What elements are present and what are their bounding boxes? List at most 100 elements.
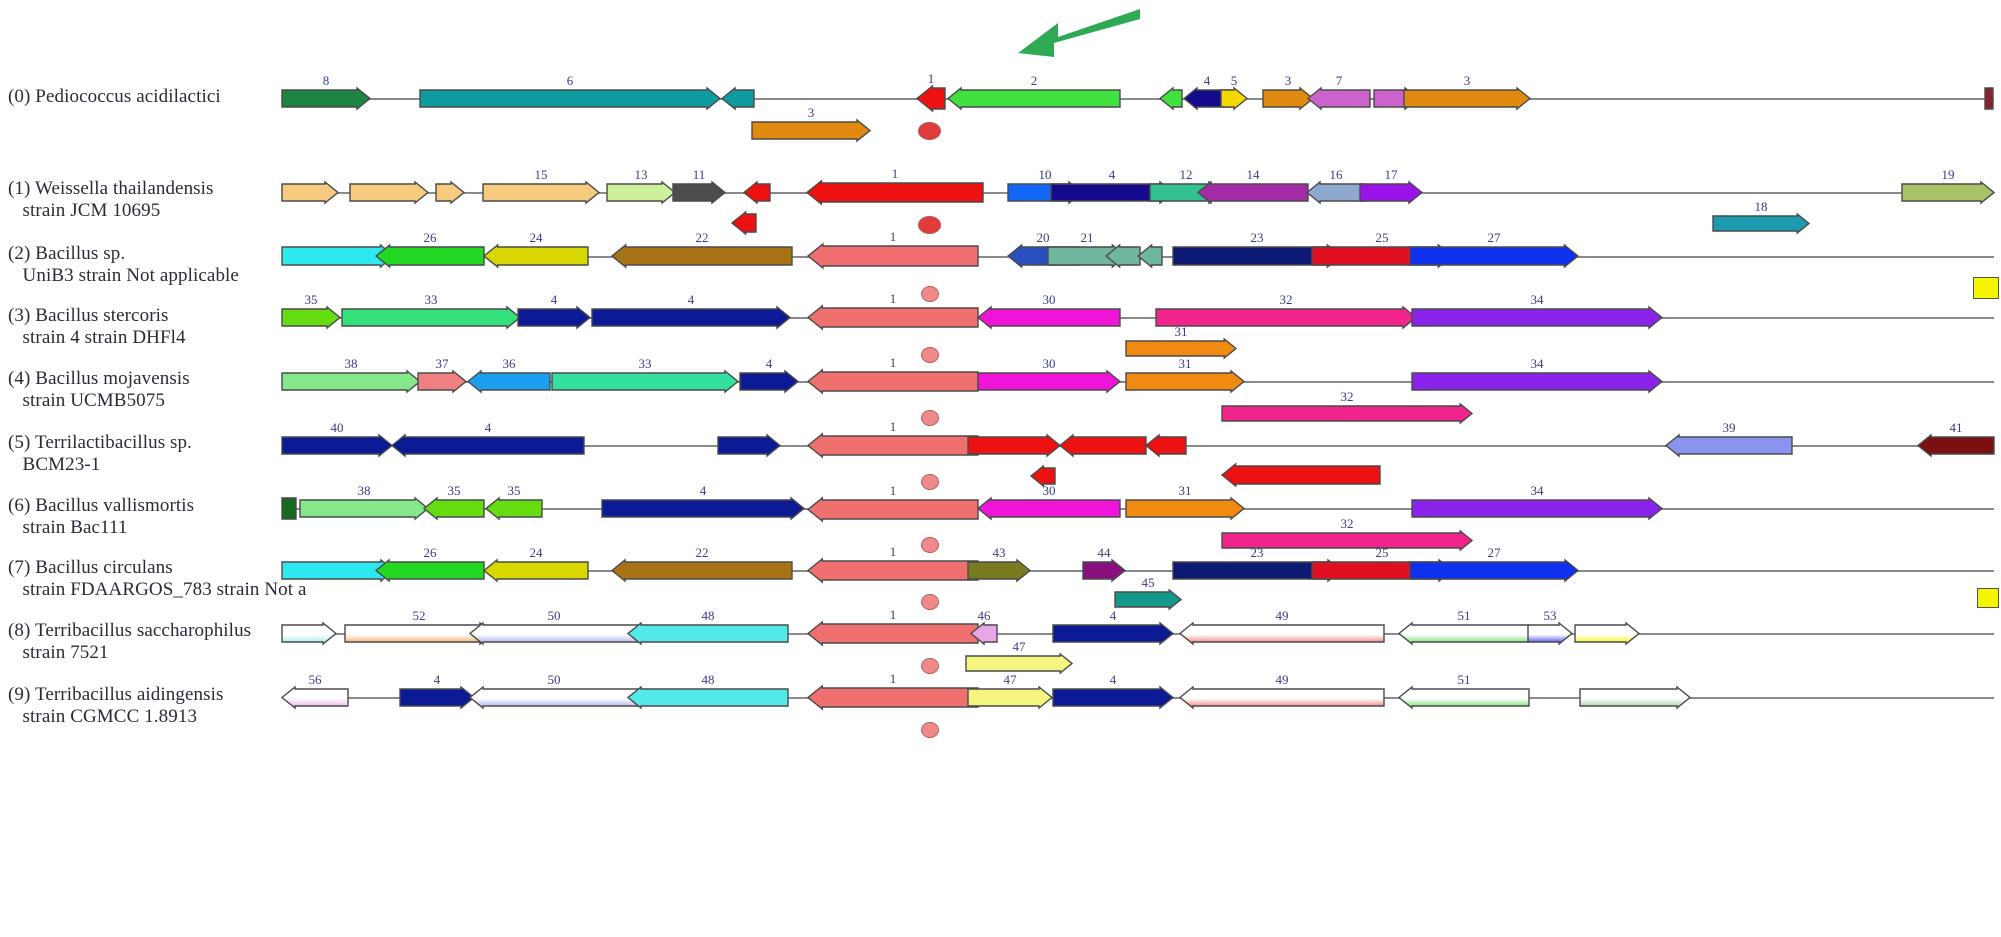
gene-arrow-46[interactable] (969, 621, 998, 646)
gene-arrow-19[interactable] (1901, 180, 1996, 205)
gene-arrow-unlabeled[interactable] (1144, 433, 1187, 458)
gene-arrow-36[interactable] (466, 369, 551, 394)
gene-arrow-3[interactable] (1262, 86, 1315, 111)
gene-arrow-35[interactable] (484, 496, 543, 521)
gene-arrow-50[interactable] (468, 685, 639, 710)
gene-arrow-31[interactable] (1125, 496, 1246, 521)
gene-arrow-44[interactable] (1082, 558, 1127, 583)
gene-arrow-unlabeled[interactable] (717, 433, 782, 458)
gene-arrow-33[interactable] (341, 305, 522, 330)
gene-arrow-22[interactable] (610, 558, 793, 583)
gene-arrow-27[interactable] (1409, 558, 1580, 583)
gene-arrow-48[interactable] (626, 621, 789, 646)
gene-arrow-50[interactable] (468, 621, 639, 646)
gene-arrow-4[interactable] (390, 433, 585, 458)
gene-arrow-45[interactable] (1114, 588, 1183, 611)
gene-arrow-unlabeled[interactable] (349, 180, 430, 205)
gene-arrow-30[interactable] (977, 369, 1122, 394)
gene-arrow-4[interactable] (601, 496, 806, 521)
gene-arrow-unlabeled[interactable] (1984, 87, 1994, 110)
gene-arrow-unlabeled[interactable] (435, 180, 466, 205)
gene-arrow-40[interactable] (281, 433, 394, 458)
gene-arrow-16[interactable] (1305, 180, 1366, 205)
gene-arrow-49[interactable] (1178, 621, 1385, 646)
gene-arrow-1[interactable] (806, 432, 979, 459)
gene-arrow-unlabeled[interactable] (1579, 685, 1692, 710)
gene-arrow-31[interactable] (1125, 337, 1238, 360)
gene-arrow-3[interactable] (1403, 86, 1532, 111)
gene-arrow-6[interactable] (419, 86, 722, 111)
gene-arrow-34[interactable] (1411, 496, 1664, 521)
gene-arrow-37[interactable] (417, 369, 468, 394)
gene-arrow-43[interactable] (967, 558, 1032, 583)
gene-arrow-24[interactable] (482, 243, 589, 269)
gene-arrow-1[interactable] (806, 496, 979, 523)
gene-arrow-53[interactable] (1527, 621, 1574, 646)
gene-arrow-26[interactable] (374, 558, 485, 583)
gene-arrow-31[interactable] (1125, 369, 1246, 394)
gene-arrow-unlabeled[interactable] (281, 621, 338, 646)
gene-arrow-4[interactable] (739, 369, 800, 394)
gene-arrow-unlabeled[interactable] (1158, 86, 1183, 111)
gene-arrow-35[interactable] (281, 305, 342, 330)
gene-arrow-1[interactable] (805, 179, 984, 206)
gene-arrow-11[interactable] (672, 180, 727, 205)
gene-arrow-18[interactable] (1712, 212, 1811, 235)
gene-arrow-41[interactable] (1916, 433, 1995, 458)
organism-label-line2: strain UCMB5075 (8, 390, 165, 411)
gene-arrow-38[interactable] (299, 496, 430, 521)
gene-arrow-unlabeled[interactable] (720, 86, 755, 111)
gene-arrow-4[interactable] (1052, 685, 1175, 710)
gene-arrow-51[interactable] (1397, 621, 1530, 646)
gene-arrow-unlabeled[interactable] (967, 433, 1062, 458)
gene-arrow-4[interactable] (1052, 621, 1175, 646)
gene-arrow-4[interactable] (399, 685, 476, 710)
gene-arrow-32[interactable] (1221, 402, 1474, 425)
gene-arrow-34[interactable] (1411, 305, 1664, 330)
gene-arrow-48[interactable] (626, 685, 789, 710)
gene-arrow-1[interactable] (806, 368, 979, 395)
gene-arrow-15[interactable] (482, 180, 601, 205)
gene-arrow-24[interactable] (482, 558, 589, 583)
gene-arrow-unlabeled[interactable] (281, 497, 297, 520)
gene-arrow-4[interactable] (591, 305, 792, 330)
gene-arrow-32[interactable] (1221, 529, 1474, 552)
gene-arrow-2[interactable] (946, 86, 1121, 111)
gene-arrow-39[interactable] (1664, 433, 1793, 458)
gene-arrow-8[interactable] (281, 86, 372, 111)
gene-arrow-38[interactable] (281, 369, 422, 394)
gene-arrow-13[interactable] (606, 180, 677, 205)
gene-arrow-1[interactable] (806, 620, 979, 647)
gene-arrow-unlabeled[interactable] (1104, 243, 1141, 269)
gene-arrow-7[interactable] (1306, 86, 1371, 111)
gene-arrow-27[interactable] (1409, 243, 1580, 269)
gene-arrow-22[interactable] (610, 243, 793, 269)
gene-arrow-30[interactable] (976, 496, 1121, 521)
gene-arrow-32[interactable] (1155, 305, 1418, 330)
gene-arrow-unlabeled[interactable] (1136, 243, 1163, 269)
gene-arrow-4[interactable] (517, 305, 592, 330)
gene-arrow-47[interactable] (965, 652, 1074, 675)
gene-arrow-30[interactable] (976, 305, 1121, 330)
gene-arrow-47[interactable] (967, 685, 1054, 710)
gene-arrow-35[interactable] (422, 496, 485, 521)
gene-arrow-26[interactable] (374, 243, 485, 269)
gene-arrow-33[interactable] (551, 369, 740, 394)
gene-arrow-56[interactable] (280, 685, 349, 710)
gene-arrow-1[interactable] (915, 84, 946, 113)
gene-arrow-17[interactable] (1359, 180, 1424, 205)
gene-arrow-unlabeled[interactable] (1058, 433, 1147, 458)
gene-arrow-14[interactable] (1196, 180, 1309, 205)
gene-arrow-34[interactable] (1411, 369, 1664, 394)
gene-arrow-3[interactable] (751, 118, 872, 143)
gene-arrow-51[interactable] (1397, 685, 1530, 710)
gene-arrow-unlabeled[interactable] (1574, 621, 1641, 646)
gene-arrow-1[interactable] (806, 242, 979, 270)
gene-arrow-unlabeled[interactable] (281, 180, 340, 205)
gene-arrow-5[interactable] (1220, 86, 1249, 111)
gene-arrow-1[interactable] (806, 557, 979, 584)
gene-arrow-unlabeled[interactable] (742, 180, 771, 205)
gene-arrow-1[interactable] (806, 304, 979, 331)
gene-arrow-1[interactable] (806, 684, 979, 711)
gene-arrow-49[interactable] (1178, 685, 1385, 710)
